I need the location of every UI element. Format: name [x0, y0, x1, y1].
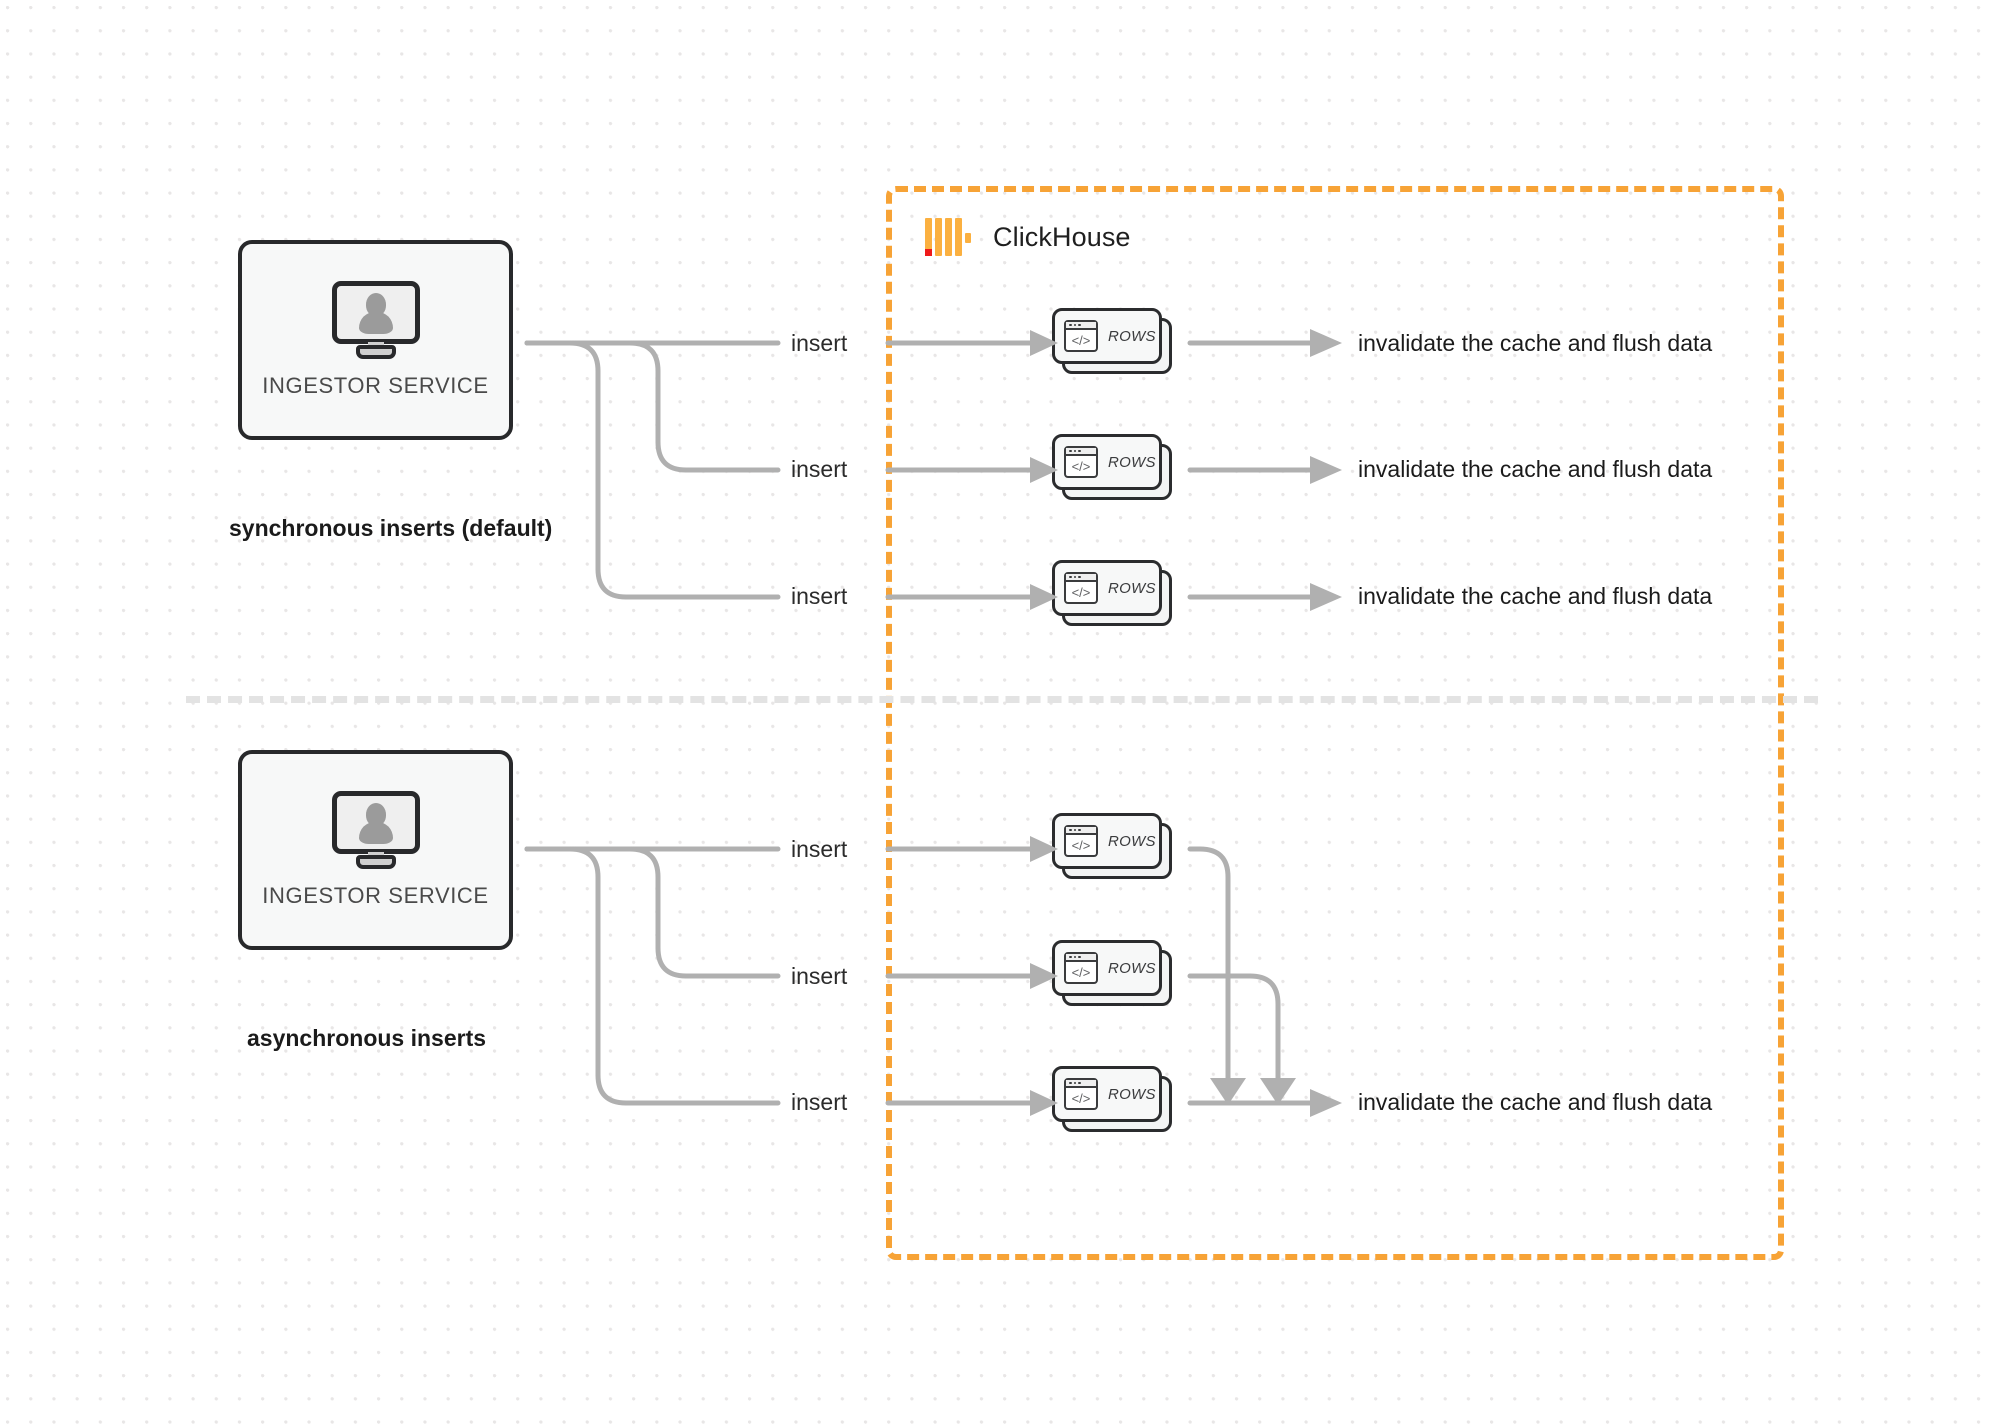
section-divider	[186, 696, 1818, 703]
wire-async-branch-3	[524, 846, 781, 1106]
flush-label-sync-3: invalidate the cache and flush data	[1358, 583, 1713, 609]
code-glyph: </>	[1071, 1090, 1091, 1106]
rows-card-label: ROWS	[1108, 959, 1156, 977]
code-window-icon: </>	[1064, 320, 1098, 352]
section-caption-sync: synchronous inserts (default)	[229, 515, 553, 541]
code-glyph: </>	[1071, 837, 1091, 853]
code-window-icon: </>	[1064, 825, 1098, 857]
rows-card-sync-2[interactable]: </> ROWS	[1052, 434, 1172, 500]
insert-label-sync-2: insert	[791, 456, 848, 482]
rows-card-label: ROWS	[1108, 327, 1156, 345]
wire-async-branch-2	[524, 846, 781, 979]
rows-card-sync-3[interactable]: </> ROWS	[1052, 560, 1172, 626]
wire-sync-branch-3	[524, 340, 781, 600]
insert-label-async-3: insert	[791, 1089, 848, 1115]
insert-label-sync-3: insert	[791, 583, 848, 609]
rows-card-label: ROWS	[1108, 832, 1156, 850]
rows-card-async-3[interactable]: </> ROWS	[1052, 1066, 1172, 1132]
insert-label-async-2: insert	[791, 963, 848, 989]
flush-label-sync-2: invalidate the cache and flush data	[1358, 456, 1713, 482]
ingestor-service-async[interactable]: INGESTOR SERVICE	[238, 750, 513, 950]
ingestor-service-sync[interactable]: INGESTOR SERVICE	[238, 240, 513, 440]
clickhouse-logo-icon	[925, 218, 971, 256]
flush-label-async-merged: invalidate the cache and flush data	[1358, 1089, 1713, 1115]
rows-card-async-1[interactable]: </> ROWS	[1052, 813, 1172, 879]
rows-card-async-2[interactable]: </> ROWS	[1052, 940, 1172, 1006]
clickhouse-brand: ClickHouse	[925, 214, 1131, 260]
section-caption-async: asynchronous inserts	[247, 1025, 487, 1051]
code-glyph: </>	[1071, 964, 1091, 980]
monitor-user-icon	[331, 791, 420, 869]
code-glyph: </>	[1071, 458, 1091, 474]
code-window-icon: </>	[1064, 1078, 1098, 1110]
insert-label-async-1: insert	[791, 836, 848, 862]
rows-card-label: ROWS	[1108, 453, 1156, 471]
insert-label-sync-1: insert	[791, 330, 848, 356]
code-window-icon: </>	[1064, 952, 1098, 984]
code-glyph: </>	[1071, 332, 1091, 348]
ingestor-service-label-async: INGESTOR SERVICE	[262, 883, 489, 908]
clickhouse-name: ClickHouse	[993, 221, 1131, 252]
rows-card-label: ROWS	[1108, 1085, 1156, 1103]
code-glyph: </>	[1071, 584, 1091, 600]
clickhouse-boundary	[886, 186, 1784, 1260]
rows-card-sync-1[interactable]: </> ROWS	[1052, 308, 1172, 374]
flush-label-sync-1: invalidate the cache and flush data	[1358, 330, 1713, 356]
code-window-icon: </>	[1064, 572, 1098, 604]
monitor-user-icon	[331, 281, 420, 359]
code-window-icon: </>	[1064, 446, 1098, 478]
wire-sync-branch-2	[524, 340, 781, 473]
rows-card-label: ROWS	[1108, 579, 1156, 597]
ingestor-service-label-sync: INGESTOR SERVICE	[262, 373, 489, 398]
